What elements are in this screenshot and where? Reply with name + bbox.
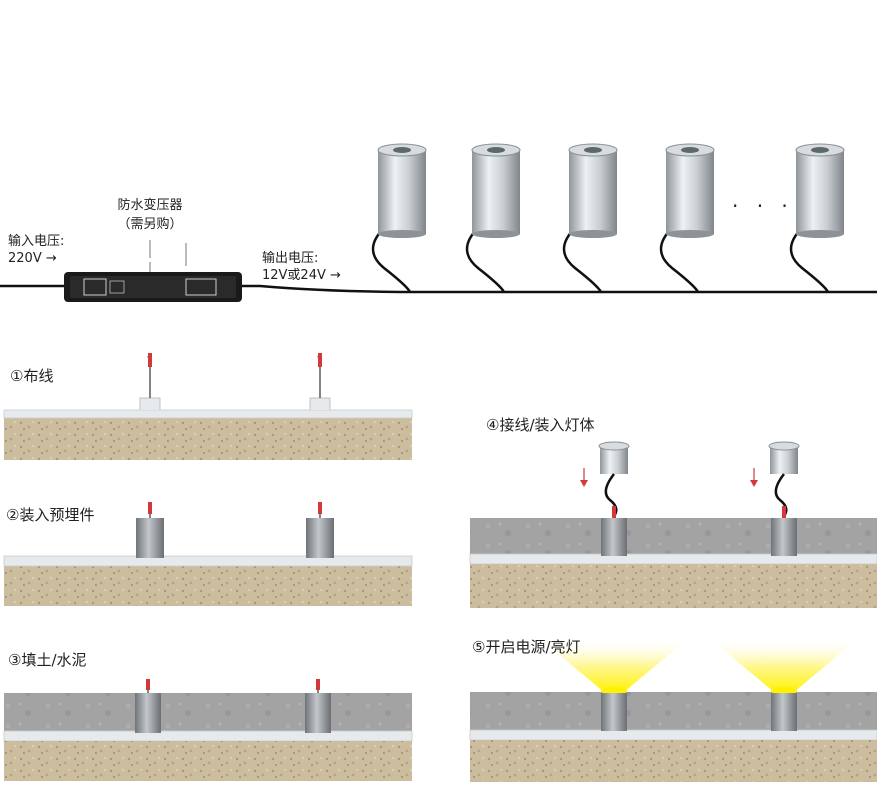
- lamp-3: [562, 143, 618, 293]
- transformer: [64, 240, 242, 302]
- step1-panel: [3, 353, 413, 460]
- input-voltage-label: 输入电压:: [8, 234, 65, 249]
- step4-panel: [469, 441, 877, 608]
- more-lamps-ellipsis: · · ·: [732, 194, 794, 218]
- step2-sleeve-1: [136, 502, 164, 558]
- step5-light-1: [544, 642, 684, 731]
- step3-label: ③填土/水泥: [8, 651, 87, 669]
- step5-label: ⑤开启电源/亮灯: [472, 638, 581, 656]
- transformer-label: 防水变压器: [117, 198, 183, 213]
- step2-panel: [3, 502, 413, 606]
- step3-sleeve-1: [135, 679, 161, 733]
- power-cable: [0, 284, 877, 294]
- output-voltage-label: 输出电压:: [262, 251, 319, 266]
- step4-label: ④接线/装入灯体: [486, 416, 595, 434]
- step2-label: ②装入预埋件: [6, 506, 95, 524]
- step3-sleeve-2: [305, 679, 331, 733]
- step1-junction-1: [139, 353, 161, 410]
- step1-junction-2: [309, 353, 331, 410]
- step3-panel: [3, 679, 413, 781]
- transformer-note: （需另购）: [117, 217, 183, 232]
- step4-lamp-2: [750, 441, 800, 556]
- step5-panel: [469, 642, 877, 782]
- output-voltage-value: 12V或24V →: [262, 268, 341, 283]
- step2-sleeve-2: [306, 502, 334, 558]
- lamp-4: [659, 143, 715, 293]
- step5-light-2: [714, 642, 854, 731]
- top-lamps: [371, 143, 845, 293]
- lamp-1: [371, 143, 427, 293]
- input-voltage-value: 220V →: [8, 251, 57, 266]
- lamp-5: [789, 143, 845, 293]
- step4-lamp-1: [580, 441, 630, 556]
- lamp-2: [465, 143, 521, 293]
- step1-label: ①布线: [10, 367, 54, 385]
